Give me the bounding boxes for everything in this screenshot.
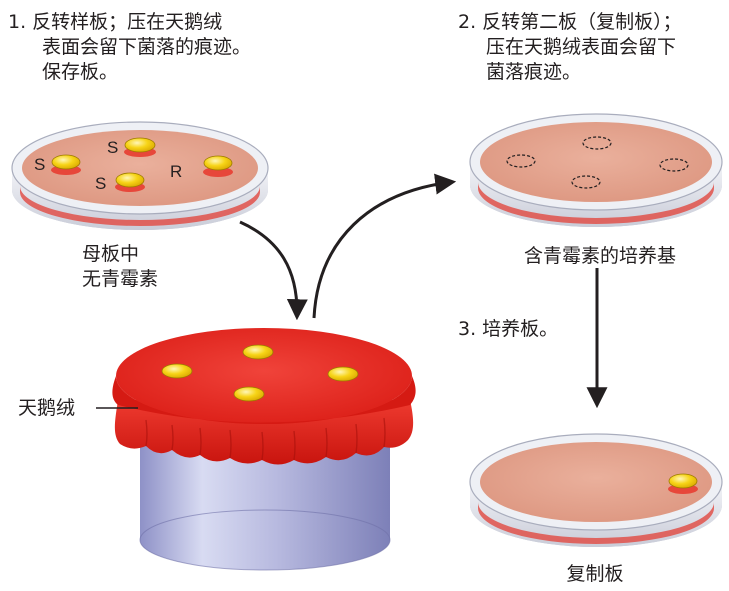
replica-colony-r [668, 473, 698, 494]
replica-plate-agar [480, 442, 712, 522]
master-plate-caption-line1: 母板中 [82, 243, 140, 265]
cylinder-bottom-edge [139, 509, 391, 571]
colony-imprint-2 [506, 154, 536, 168]
step1-line2: 表面会留下菌落的痕迹。 [42, 36, 252, 58]
velvet-colony-1 [242, 344, 274, 360]
replica-plate-agar-edge [478, 502, 714, 544]
penicillin-plate [469, 113, 723, 227]
velvet-colony-4 [327, 366, 359, 382]
step2-line2: 压在天鹅绒表面会留下 [486, 36, 677, 58]
step1-line3: 保存板。 [42, 61, 119, 83]
step2-line1: 2. 反转第二板（复制板）； [458, 11, 682, 33]
colony-imprint-3 [571, 175, 601, 189]
replica-plate-caption: 复制板 [566, 563, 624, 585]
colony [203, 155, 233, 171]
colony-label-s-2: S [34, 155, 45, 174]
penicillin-plate-agar-edge [478, 182, 714, 224]
master-colony-2 [51, 154, 81, 175]
master-plate-caption-line2: 无青霉素 [82, 268, 159, 290]
step1-text: 1. 反转样板；压在天鹅绒 表面会留下菌落的痕迹。 保存板。 [8, 10, 251, 85]
colony-label-s-1: S [107, 138, 118, 157]
colony-imprint-4 [659, 158, 689, 172]
step2-text: 2. 反转第二板（复制板）； 压在天鹅绒表面会留下 菌落痕迹。 [458, 10, 682, 85]
colony [115, 172, 145, 188]
arrow-velvet-to-penicillin-plate [312, 173, 457, 319]
colony [668, 473, 698, 489]
colony-label-s-3: S [95, 174, 106, 193]
step3-text: 3. 培养板。 [458, 318, 559, 340]
colony [124, 137, 156, 153]
master-plate-agar-edge [20, 186, 260, 226]
velvet-label: 天鹅绒 [18, 397, 76, 419]
master-plate-agar [22, 130, 258, 206]
colony-shadow [203, 167, 233, 177]
velvet-colony-2 [161, 363, 193, 379]
velvet-colony-3 [233, 386, 265, 402]
master-plate: S S S R [11, 121, 269, 230]
step2-line3: 菌落痕迹。 [486, 61, 582, 83]
colony-label-r: R [170, 162, 182, 181]
velvet-folds [145, 417, 386, 461]
cylinder-body [140, 440, 390, 570]
master-colony-3 [115, 172, 145, 192]
velvet-block [96, 328, 416, 571]
master-colony-1 [124, 137, 156, 157]
colony [51, 154, 81, 170]
arrow-master-to-velvet [239, 220, 308, 321]
master-plate-caption: 母板中 无青霉素 [60, 242, 210, 292]
penicillin-plate-caption: 含青霉素的培养基 [523, 245, 676, 267]
colony-imprint-1 [582, 136, 612, 150]
penicillin-plate-agar [480, 122, 712, 202]
step1-line1: 1. 反转样板；压在天鹅绒 [8, 11, 223, 33]
velvet-top [116, 328, 412, 424]
replica-plate [469, 433, 723, 547]
master-colony-4 [203, 155, 233, 177]
